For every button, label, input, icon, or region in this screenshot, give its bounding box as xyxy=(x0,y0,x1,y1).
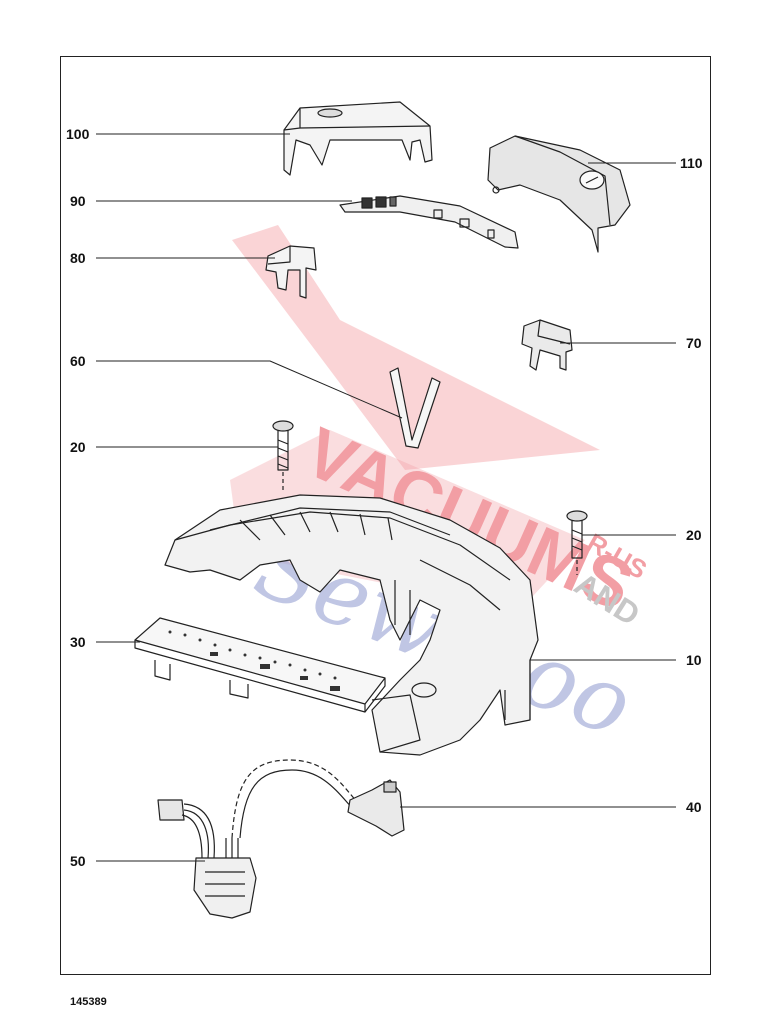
part-90-membrane-strip xyxy=(339,195,519,249)
part-60-v-spring xyxy=(389,367,441,449)
diagram-reference-number: 145389 xyxy=(70,996,107,1008)
callout-100: 100 xyxy=(66,126,90,142)
callout-40: 40 xyxy=(686,799,702,815)
part-40-switch-harness xyxy=(231,759,405,839)
callout-30: 30 xyxy=(70,634,86,650)
part-110-end-cap xyxy=(487,135,631,253)
callout-20-right: 20 xyxy=(686,527,702,543)
diagram-frame xyxy=(60,56,711,975)
callout-10: 10 xyxy=(686,652,702,668)
part-100-top-cover xyxy=(283,101,433,176)
part-20-screw-right xyxy=(566,510,588,575)
callout-20-left: 20 xyxy=(70,439,86,455)
callout-70: 70 xyxy=(686,335,702,351)
part-50-connector xyxy=(157,799,257,919)
callout-110: 110 xyxy=(680,155,703,171)
callout-50: 50 xyxy=(70,853,86,869)
callout-60: 60 xyxy=(70,353,86,369)
callout-80: 80 xyxy=(70,250,86,266)
leader-lines xyxy=(96,133,676,862)
part-30-circuit-board xyxy=(134,617,386,713)
part-80-small-button xyxy=(265,245,317,299)
part-70-button xyxy=(521,319,573,371)
part-10-main-housing xyxy=(164,494,539,756)
watermark-v-shape xyxy=(232,225,600,470)
callout-90: 90 xyxy=(70,193,86,209)
part-20-screw-left xyxy=(272,420,294,492)
